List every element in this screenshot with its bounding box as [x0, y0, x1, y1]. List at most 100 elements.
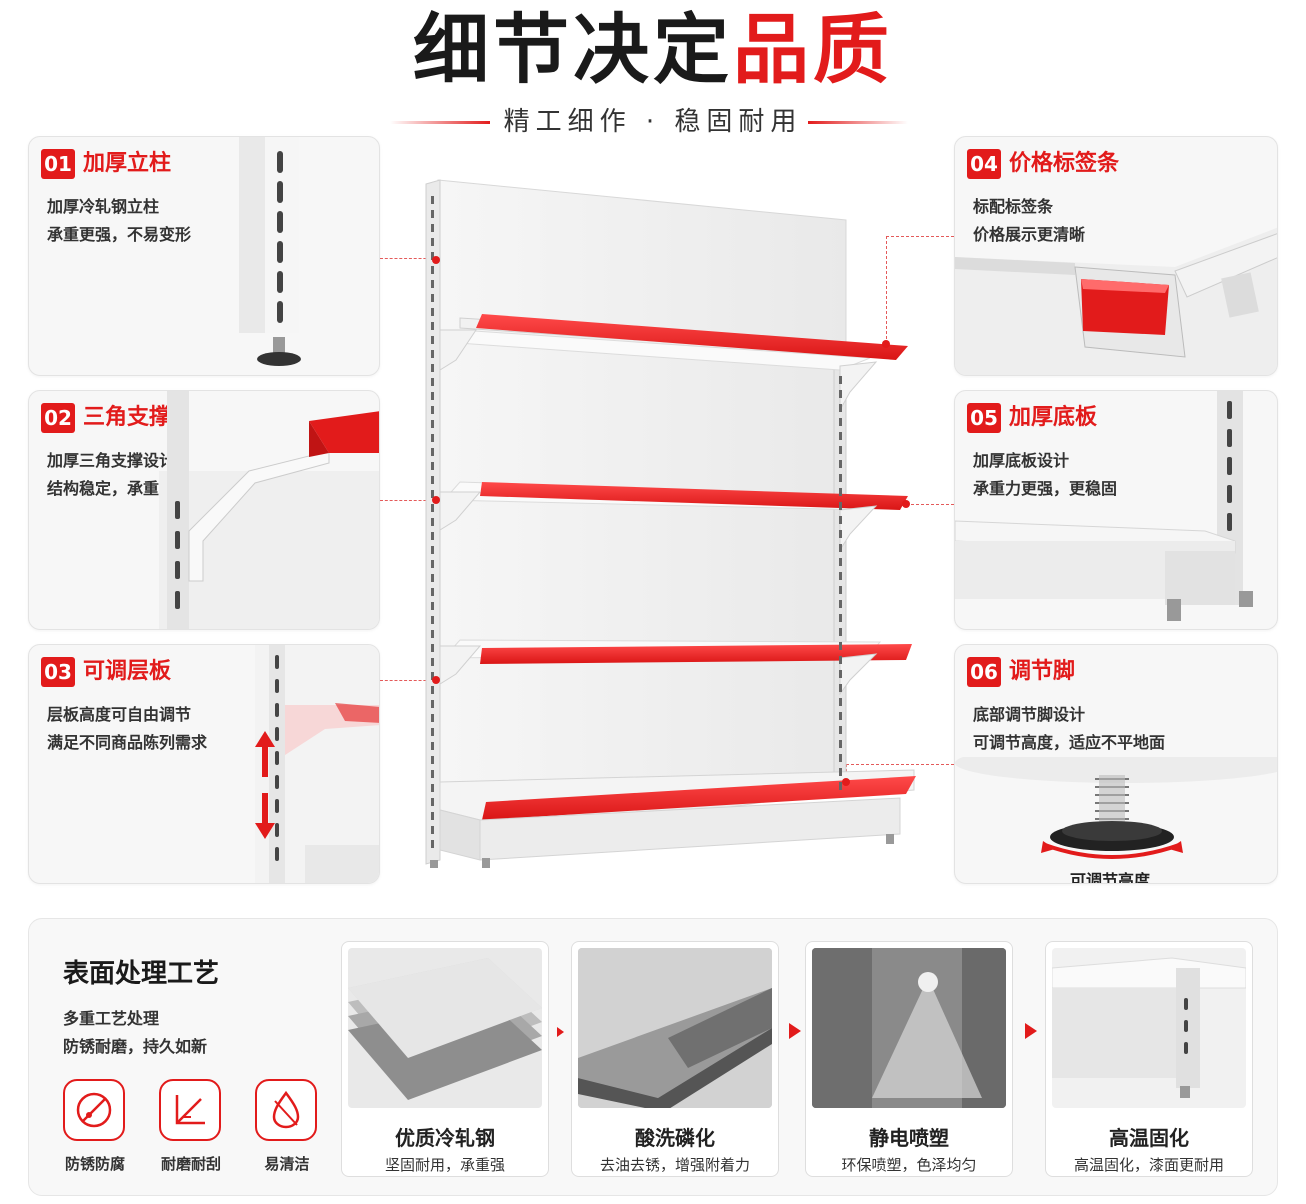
feature-number: 02	[41, 403, 75, 433]
feature-desc-2: 可调节高度，适应不平地面	[973, 733, 1166, 752]
upright-slot	[431, 840, 434, 848]
upright-slot	[431, 770, 434, 778]
upright-slot	[431, 574, 434, 582]
step-photo	[1052, 948, 1246, 1108]
upright-slot	[431, 406, 434, 414]
easy-clean-icon	[255, 1079, 317, 1141]
upright-slot	[839, 502, 842, 510]
connector-dot	[842, 778, 850, 786]
connector-line	[380, 258, 436, 259]
upright-slot	[431, 784, 434, 792]
connector-dot	[432, 496, 440, 504]
process-step-cold-rolled-steel: 优质冷轧钢 坚固耐用，承重强	[341, 941, 549, 1177]
price-label-illustration	[955, 227, 1277, 375]
upright-slot	[839, 740, 842, 748]
connector-line	[886, 236, 954, 237]
upright-slot	[839, 460, 842, 468]
upright-slot	[431, 350, 434, 358]
upright-slot	[431, 322, 434, 330]
feature-desc-1: 加厚冷轧钢立柱	[47, 197, 160, 216]
feature-desc-2: 承重更强，不易变形	[47, 225, 192, 244]
subtitle-left-line	[390, 121, 490, 124]
upright-slot	[431, 392, 434, 400]
rust-proof-icon	[63, 1079, 125, 1141]
subtitle-row: 精工细作 · 稳固耐用	[0, 104, 1306, 140]
connector-line	[380, 500, 436, 501]
upright-slot	[431, 728, 434, 736]
upright-slot	[839, 614, 842, 622]
adjustable-foot-illustration	[955, 757, 1277, 859]
upright-slot	[839, 726, 842, 734]
connector-dot	[432, 676, 440, 684]
upright-slot	[431, 560, 434, 568]
feature-rust-proof: 防锈防腐	[63, 1079, 127, 1173]
upright-slot	[431, 224, 434, 232]
shelf-unit-illustration	[425, 179, 916, 868]
feature-title: 调节脚	[1009, 659, 1076, 684]
upright-slot	[431, 238, 434, 246]
upright-slot	[431, 826, 434, 834]
upright-slot	[431, 700, 434, 708]
upright-slot	[839, 558, 842, 566]
step-desc: 去油去锈，增强附着力	[599, 1156, 750, 1174]
upright-slot	[839, 488, 842, 496]
feature-number: 06	[967, 657, 1001, 687]
connector-line	[380, 680, 436, 681]
upright-slot	[431, 308, 434, 316]
upright-slot	[839, 768, 842, 776]
feature-number: 01	[41, 149, 75, 179]
process-step-high-temp-curing: 高温固化 高温固化，漆面更耐用	[1045, 941, 1253, 1177]
step-title: 优质冷轧钢	[395, 1126, 495, 1150]
upright-slot	[839, 782, 842, 790]
step-title: 静电喷塑	[869, 1126, 949, 1150]
feature-easy-clean: 易清洁	[255, 1079, 319, 1173]
upright-slot	[839, 684, 842, 692]
upright-slot	[431, 210, 434, 218]
adjustable-shelf-illustration	[255, 645, 379, 883]
feature-title: 可调层板	[83, 659, 172, 684]
upright-slot	[431, 532, 434, 540]
step-desc: 坚固耐用，承重强	[384, 1156, 505, 1174]
feature-wear-resistant: 耐磨耐刮	[159, 1079, 223, 1173]
feature-desc-1: 标配标签条	[973, 197, 1054, 216]
upright-slot	[431, 196, 434, 204]
connector-dot	[432, 256, 440, 264]
upright-slot	[839, 586, 842, 594]
upright-slot	[431, 336, 434, 344]
upright-slot	[431, 434, 434, 442]
upright-slot	[839, 698, 842, 706]
feature-desc-1: 加厚底板设计	[973, 451, 1070, 470]
down-arrow	[255, 793, 275, 839]
step-photo	[812, 948, 1006, 1108]
upright-slot	[431, 546, 434, 554]
upright-slot	[839, 656, 842, 664]
feature-label: 耐磨耐刮	[160, 1155, 221, 1173]
column-illustration	[239, 137, 301, 366]
connector-line	[846, 764, 954, 765]
page-title: 细节决定品质	[0, 2, 1306, 98]
upright-slot	[431, 644, 434, 652]
step-desc: 高温固化，漆面更耐用	[1073, 1156, 1224, 1174]
feature-label: 防锈防腐	[64, 1155, 125, 1173]
upright-slot	[431, 476, 434, 484]
upright-slot	[839, 754, 842, 762]
wear-resistant-icon	[159, 1079, 221, 1141]
feature-desc-2: 价格展示更清晰	[973, 225, 1086, 244]
feature-card-adjustable-foot: 06 调节脚 底部调节脚设计 可调节高度，适应不平地面 可调节高度	[954, 644, 1278, 884]
upright-slot	[431, 756, 434, 764]
base-illustration	[955, 391, 1253, 621]
upright-slot	[431, 714, 434, 722]
upright-slot	[839, 712, 842, 720]
subtitle-right-line	[808, 121, 908, 124]
feature-number: 05	[967, 403, 1001, 433]
flow-arrow	[789, 1023, 801, 1039]
upright-slot	[839, 544, 842, 552]
upright-slot	[839, 404, 842, 412]
feature-title: 价格标签条	[1009, 151, 1120, 176]
process-step-electrostatic-spray: 静电喷塑 环保喷塑，色泽均匀	[805, 941, 1013, 1177]
upright-slot	[431, 378, 434, 386]
feature-label: 易清洁	[264, 1155, 310, 1173]
step-photo	[348, 948, 542, 1108]
upright-slot	[431, 798, 434, 806]
feature-desc-1: 加厚三角支撑设计	[47, 451, 176, 470]
